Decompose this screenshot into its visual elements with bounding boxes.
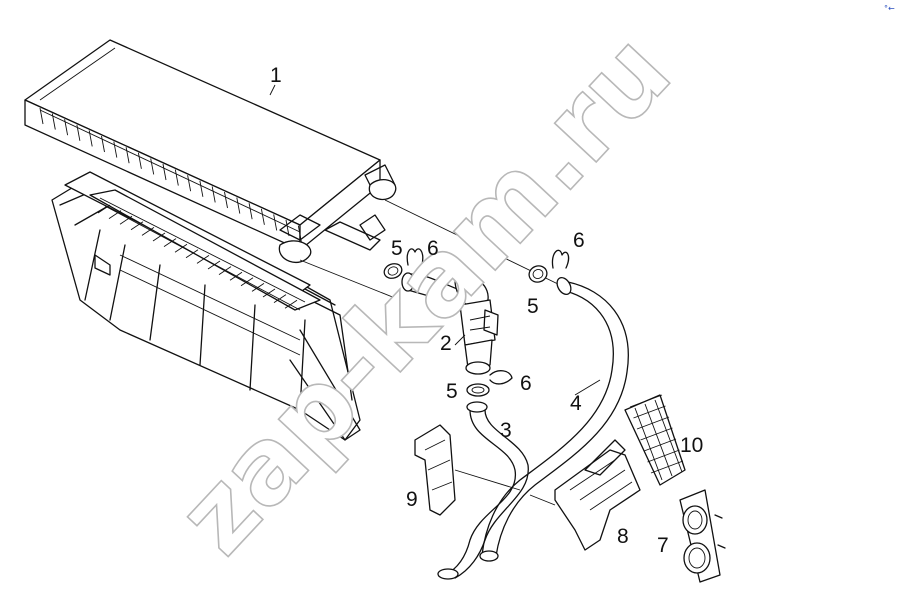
label-part-6-left: 6 bbox=[427, 237, 439, 260]
hatch-line bbox=[284, 299, 298, 309]
label-part-8: 8 bbox=[617, 525, 629, 548]
hatch-line bbox=[108, 210, 122, 219]
label-part-5-left: 5 bbox=[391, 237, 403, 260]
hatch-line bbox=[224, 191, 228, 209]
heater-core bbox=[24, 39, 397, 264]
hatch-line bbox=[196, 255, 210, 264]
hatch-line bbox=[64, 119, 69, 136]
label-part-6-lower: 6 bbox=[520, 372, 532, 395]
grid-plate-10 bbox=[624, 394, 686, 486]
label-part-10: 10 bbox=[680, 434, 703, 457]
o-ring-group bbox=[383, 263, 548, 397]
water-valve bbox=[401, 272, 499, 375]
hatch-line bbox=[273, 294, 287, 303]
hatch-line bbox=[125, 147, 130, 164]
label-part-3: 3 bbox=[500, 419, 512, 442]
hatch-line bbox=[211, 186, 216, 203]
hatch-line bbox=[174, 243, 188, 253]
corner-mark: °← bbox=[884, 4, 895, 13]
hatch-line bbox=[51, 113, 56, 130]
hatch-line bbox=[251, 283, 265, 292]
hatch-line bbox=[273, 214, 278, 231]
hatch-line bbox=[152, 232, 166, 242]
hatch-line bbox=[130, 221, 144, 231]
hatch-line bbox=[101, 135, 105, 153]
hatch-line bbox=[199, 180, 204, 197]
hatch-line bbox=[174, 169, 179, 186]
hatch-line bbox=[633, 405, 666, 419]
hatch-line bbox=[236, 197, 241, 214]
hatch-line bbox=[137, 152, 142, 169]
coolant-pipe-4 bbox=[479, 276, 629, 562]
hatch-line bbox=[88, 130, 93, 147]
flange-7 bbox=[679, 489, 726, 583]
label-part-9: 9 bbox=[406, 488, 418, 511]
hatch-line bbox=[218, 266, 232, 275]
hatch-line bbox=[113, 141, 118, 158]
hatch-line bbox=[162, 163, 167, 181]
bracket-9 bbox=[414, 424, 521, 516]
hatch-line bbox=[634, 407, 663, 481]
grid-frame bbox=[64, 171, 321, 311]
hatch-line bbox=[76, 124, 81, 141]
spring-clip-group bbox=[406, 248, 570, 385]
label-part-2: 2 bbox=[440, 332, 452, 355]
hatch-line bbox=[39, 107, 44, 125]
label-part-7: 7 bbox=[657, 534, 669, 557]
hatch-line bbox=[248, 203, 253, 220]
hatch-line bbox=[240, 277, 254, 287]
hatch-line bbox=[654, 399, 683, 473]
label-part-5-right: 5 bbox=[527, 295, 539, 318]
hatch-line bbox=[644, 403, 673, 477]
hatch-line bbox=[187, 175, 192, 192]
hatch-line bbox=[150, 158, 155, 175]
hatch-line bbox=[629, 394, 663, 408]
label-part-5-lower: 5 bbox=[446, 380, 458, 403]
hatch-line bbox=[285, 219, 290, 237]
hatch-line bbox=[97, 204, 111, 214]
hatch-line bbox=[650, 460, 684, 474]
hatch-line bbox=[260, 208, 265, 225]
label-part-1: 1 bbox=[270, 64, 282, 87]
hatch-line bbox=[207, 260, 221, 270]
hatch-line bbox=[262, 288, 276, 298]
hatch-line bbox=[141, 227, 155, 236]
hatch-line bbox=[185, 249, 199, 259]
coolant-pipe-3 bbox=[437, 401, 529, 580]
hatch-line bbox=[229, 271, 243, 281]
label-part-4: 4 bbox=[570, 392, 582, 415]
hatch-line bbox=[119, 215, 133, 225]
bracket-8 bbox=[529, 439, 641, 551]
label-part-6-right: 6 bbox=[573, 229, 585, 252]
hatch-line bbox=[163, 238, 177, 247]
